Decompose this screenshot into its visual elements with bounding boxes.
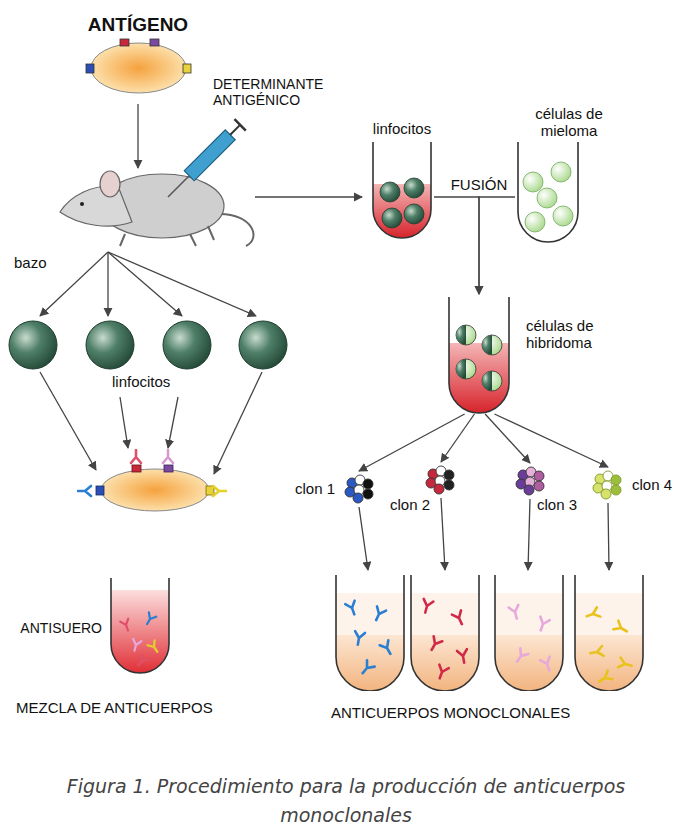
arrow <box>255 196 362 197</box>
connector-arrow <box>434 197 479 294</box>
node-label: células de mieloma <box>522 105 617 140</box>
clone-cluster <box>515 467 545 495</box>
connector-arrow <box>479 197 515 294</box>
node-label: clon 3 <box>537 496 577 513</box>
arrow <box>137 104 138 168</box>
antibodies-clone-2 <box>420 599 469 680</box>
connector-arrow <box>494 414 608 467</box>
monoclonal-tubes <box>336 575 643 691</box>
connector-arrow <box>359 414 465 471</box>
figure-caption: Figura 1. Procedimiento para la producci… <box>20 772 672 829</box>
connector-arrow <box>441 414 474 462</box>
test-tube: linfocitos <box>372 142 432 238</box>
lymphocyte-cells <box>9 321 287 369</box>
node-label: células de hibridoma <box>526 317 621 352</box>
result-label: ANTICUERPOS MONOCLONALES <box>331 704 570 721</box>
cell-label: linfocitos <box>112 373 170 390</box>
connector-arrow <box>485 414 530 463</box>
clone-cluster <box>344 475 374 503</box>
cell-clone: clon 1 <box>344 475 374 503</box>
test-tube: ANTISUERO <box>110 578 170 673</box>
antibodies-clone-3 <box>509 605 554 672</box>
spleen-arrows <box>40 252 256 316</box>
test-tube: células de mieloma <box>517 142 579 242</box>
antigen-cell: ANTÍGENO <box>90 42 187 94</box>
cell-clone: clon 4 <box>592 471 624 499</box>
node-label: clon 1 <box>295 480 335 497</box>
antibodies-clone-1 <box>345 601 395 677</box>
clone-cluster <box>592 471 624 499</box>
node-label: ANTÍGENO <box>88 14 188 36</box>
antigen-outline <box>90 42 187 94</box>
node-label: clon 2 <box>390 496 430 513</box>
test-tube: células de hibridoma <box>448 297 510 413</box>
clone-cluster <box>425 466 457 494</box>
tube-outline <box>448 297 510 413</box>
mouse <box>60 171 254 246</box>
callout-label: DETERMINANTE ANTIGÉNICO <box>213 76 363 108</box>
lymphocyte-arrows <box>40 372 262 474</box>
antibodies-clone-4 <box>585 607 633 686</box>
cell-clone: clon 3 <box>515 467 545 495</box>
antigen-with-antibodies <box>78 450 226 511</box>
syringe <box>162 119 245 202</box>
cell-clone: clon 2 <box>425 466 457 494</box>
edge-label: FUSIÓN <box>449 176 510 193</box>
result-label: MEZCLA DE ANTICUERPOS <box>16 699 213 716</box>
tube-outline <box>372 142 432 238</box>
organ-label: bazo <box>14 254 47 271</box>
node-label: clon 4 <box>632 476 672 493</box>
tube-outline <box>517 142 579 242</box>
tube-outline <box>110 578 170 673</box>
node-label: ANTISUERO <box>20 620 102 636</box>
node-label: linfocitos <box>373 120 431 137</box>
